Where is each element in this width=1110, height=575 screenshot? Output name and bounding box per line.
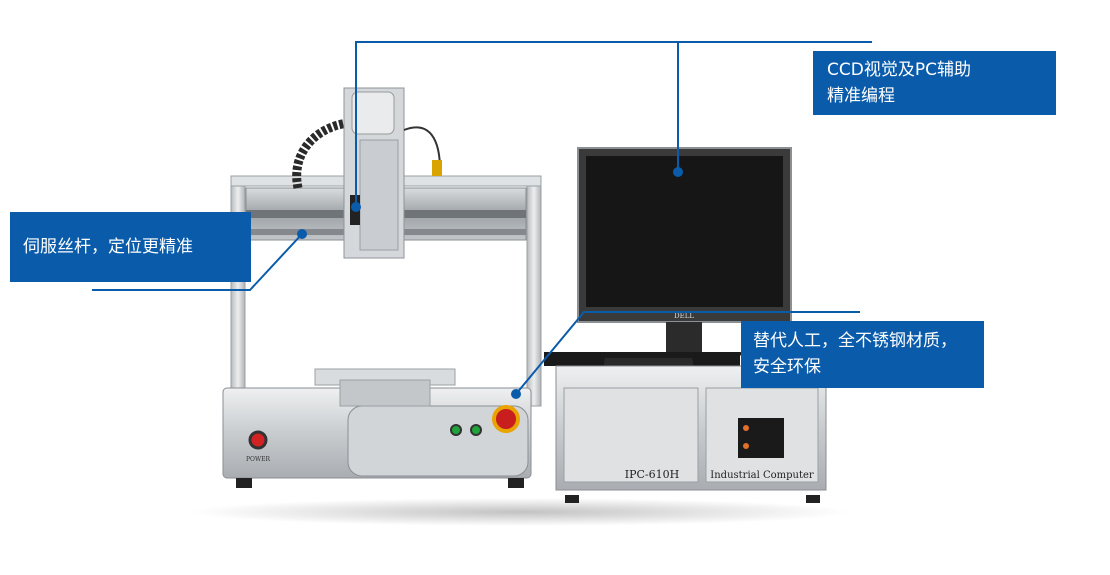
- callout-replace-line2: 安全环保: [753, 357, 821, 377]
- floor-shadow: [190, 498, 850, 526]
- dispensing-robot: POWER: [222, 87, 542, 488]
- power-label: POWER: [246, 456, 271, 463]
- monitor: DELL: [577, 147, 792, 362]
- pc-control-panel: [738, 418, 784, 458]
- monitor-brand: DELL: [674, 312, 694, 320]
- pc-model: IPC-610H: [625, 468, 679, 481]
- power-button: [248, 430, 268, 450]
- callout-ccd-line2: 精准编程: [827, 86, 895, 106]
- pc-name: Industrial Computer: [710, 470, 814, 481]
- callout-replace-labor: 替代人工，全不锈钢材质， 安全环保: [741, 321, 984, 388]
- callout-replace-line1: 替代人工，全不锈钢材质，: [753, 331, 957, 351]
- callout-ccd-vision: CCD视觉及PC辅助 精准编程: [813, 51, 1056, 115]
- callout-servo-screw: 伺服丝杆，定位更精准: [10, 212, 251, 282]
- callout-ccd-line1: CCD视觉及PC辅助: [827, 60, 971, 80]
- leader-lines: [92, 41, 872, 395]
- emergency-stop: [492, 405, 520, 433]
- callout-servo-line1: 伺服丝杆，定位更精准: [23, 237, 193, 257]
- green-button-1: [450, 424, 462, 436]
- leader-dots: [297, 167, 683, 399]
- green-button-2: [470, 424, 482, 436]
